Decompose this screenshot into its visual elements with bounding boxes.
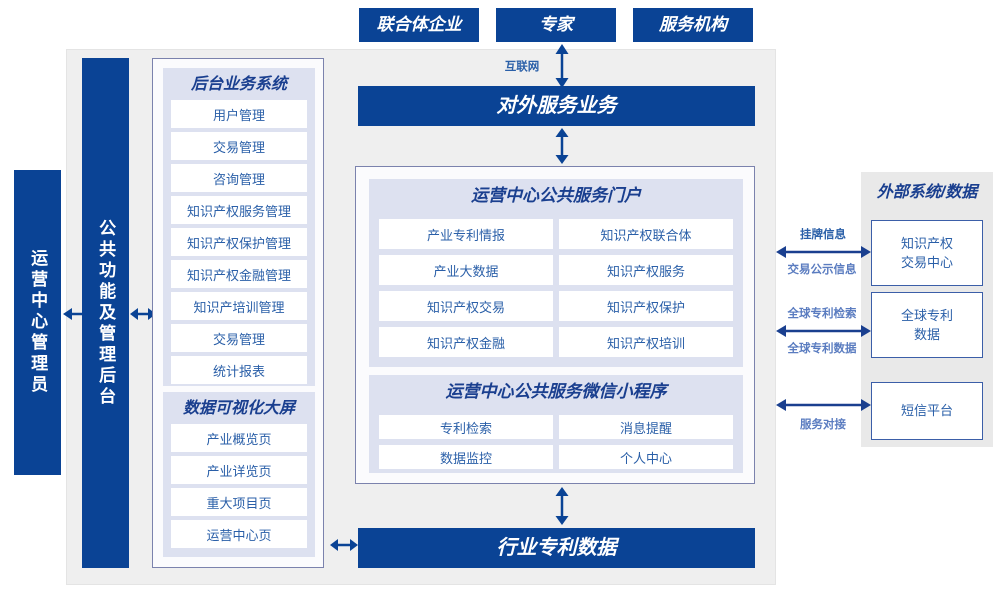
connection-label-global-patent-search: 全球专利检索 [787,308,857,320]
service-to-portal-arrow-icon [555,128,569,164]
internet-double-arrow-icon [555,44,569,88]
internet-link-label: 互联网 [504,61,540,73]
connection-label-listing-info: 挂牌信息 [800,229,846,241]
list-item[interactable]: 用户管理 [171,100,307,128]
list-item[interactable]: 运营中心页 [171,520,307,548]
miniprogram-item[interactable]: 数据监控 [379,445,553,469]
miniprogram-item[interactable]: 消息提醒 [559,415,733,439]
portal-item[interactable]: 知识产权培训 [559,327,733,357]
external-box-ip-trading-center[interactable]: 知识产权 交易中心 [871,220,983,286]
backend-system-title: 后台业务系统 [190,76,287,93]
list-item[interactable]: 交易管理 [171,324,307,352]
list-item[interactable]: 产业概览页 [171,424,307,452]
role-column-operation-center-admin[interactable]: 运营中心管理员 [14,170,61,475]
miniprogram-item[interactable]: 专利检索 [379,415,553,439]
wechat-miniprogram-title: 运营中心公共服务微信小程序 [445,382,667,401]
connection-label-trade-public-info: 交易公示信息 [787,264,857,276]
miniprogram-item[interactable]: 个人中心 [559,445,733,469]
connection-label-global-patent-data: 全球专利数据 [787,343,857,355]
portal-item[interactable]: 知识产权金融 [379,327,553,357]
portal-item[interactable]: 知识产权保护 [559,291,733,321]
list-item[interactable]: 产业详览页 [171,456,307,484]
external-box-global-patent-data[interactable]: 全球专利 数据 [871,292,983,358]
backend-panel: 后台业务系统 用户管理 交易管理 咨询管理 知识产权服务管理 知识产权保护管理 … [152,58,324,568]
public-service-panel: 运营中心公共服务门户 产业专利情报 知识产权联合体 产业大数据 知识产权服务 知… [355,166,755,484]
wechat-miniprogram-grid: 专利检索 消息提醒 数据监控 个人中心 [379,415,733,469]
data-visualization-title: 数据可视化大屏 [182,400,295,417]
portal-item[interactable]: 产业专利情报 [379,219,553,249]
portal-item[interactable]: 知识产权联合体 [559,219,733,249]
data-visualization-list: 产业概览页 产业详览页 重大项目页 运营中心页 [171,424,307,548]
external-box-sms-platform[interactable]: 短信平台 [871,382,983,440]
actor-chip-expert[interactable]: 专家 [496,8,616,42]
external-systems-title: 外部系统/数据 [876,184,978,201]
list-item[interactable]: 知识产权保护管理 [171,228,307,256]
list-item[interactable]: 咨询管理 [171,164,307,192]
portal-item[interactable]: 知识产权交易 [379,291,553,321]
connection-label-service-docking: 服务对接 [800,419,846,431]
portal-item[interactable]: 知识产权服务 [559,255,733,285]
portal-item[interactable]: 产业大数据 [379,255,553,285]
wechat-miniprogram-group: 运营中心公共服务微信小程序 专利检索 消息提醒 数据监控 个人中心 [369,375,743,473]
list-item[interactable]: 统计报表 [171,356,307,384]
list-item[interactable]: 重大项目页 [171,488,307,516]
public-service-portal-grid: 产业专利情报 知识产权联合体 产业大数据 知识产权服务 知识产权交易 知识产权保… [379,219,733,357]
external-service-business-bar[interactable]: 对外服务业务 [358,86,755,126]
list-item[interactable]: 交易管理 [171,132,307,160]
data-visualization-group: 数据可视化大屏 产业概览页 产业详览页 重大项目页 运营中心页 [163,392,315,557]
public-service-portal-group: 运营中心公共服务门户 产业专利情报 知识产权联合体 产业大数据 知识产权服务 知… [369,179,743,367]
external-connection-arrow-icon [776,325,871,337]
list-item[interactable]: 知识产权服务管理 [171,196,307,224]
external-connection-arrow-icon [776,246,871,258]
industry-patent-data-bar[interactable]: 行业专利数据 [358,528,755,568]
external-connection-arrow-icon [776,399,871,411]
list-item[interactable]: 知识产权金融管理 [171,260,307,288]
backend-system-group: 后台业务系统 用户管理 交易管理 咨询管理 知识产权服务管理 知识产权保护管理 … [163,68,315,386]
role-column-public-function-backend[interactable]: 公共功能及管理后台 [82,58,129,568]
portal-to-patent-data-arrow-icon [555,487,569,525]
backend-to-patent-data-arrow-icon [330,539,358,551]
backend-system-list: 用户管理 交易管理 咨询管理 知识产权服务管理 知识产权保护管理 知识产权金融管… [171,100,307,384]
list-item[interactable]: 知识产培训管理 [171,292,307,320]
actor-chip-service-agency[interactable]: 服务机构 [633,8,753,42]
public-service-portal-title: 运营中心公共服务门户 [471,186,641,205]
actor-chip-union-enterprise[interactable]: 联合体企业 [359,8,479,42]
